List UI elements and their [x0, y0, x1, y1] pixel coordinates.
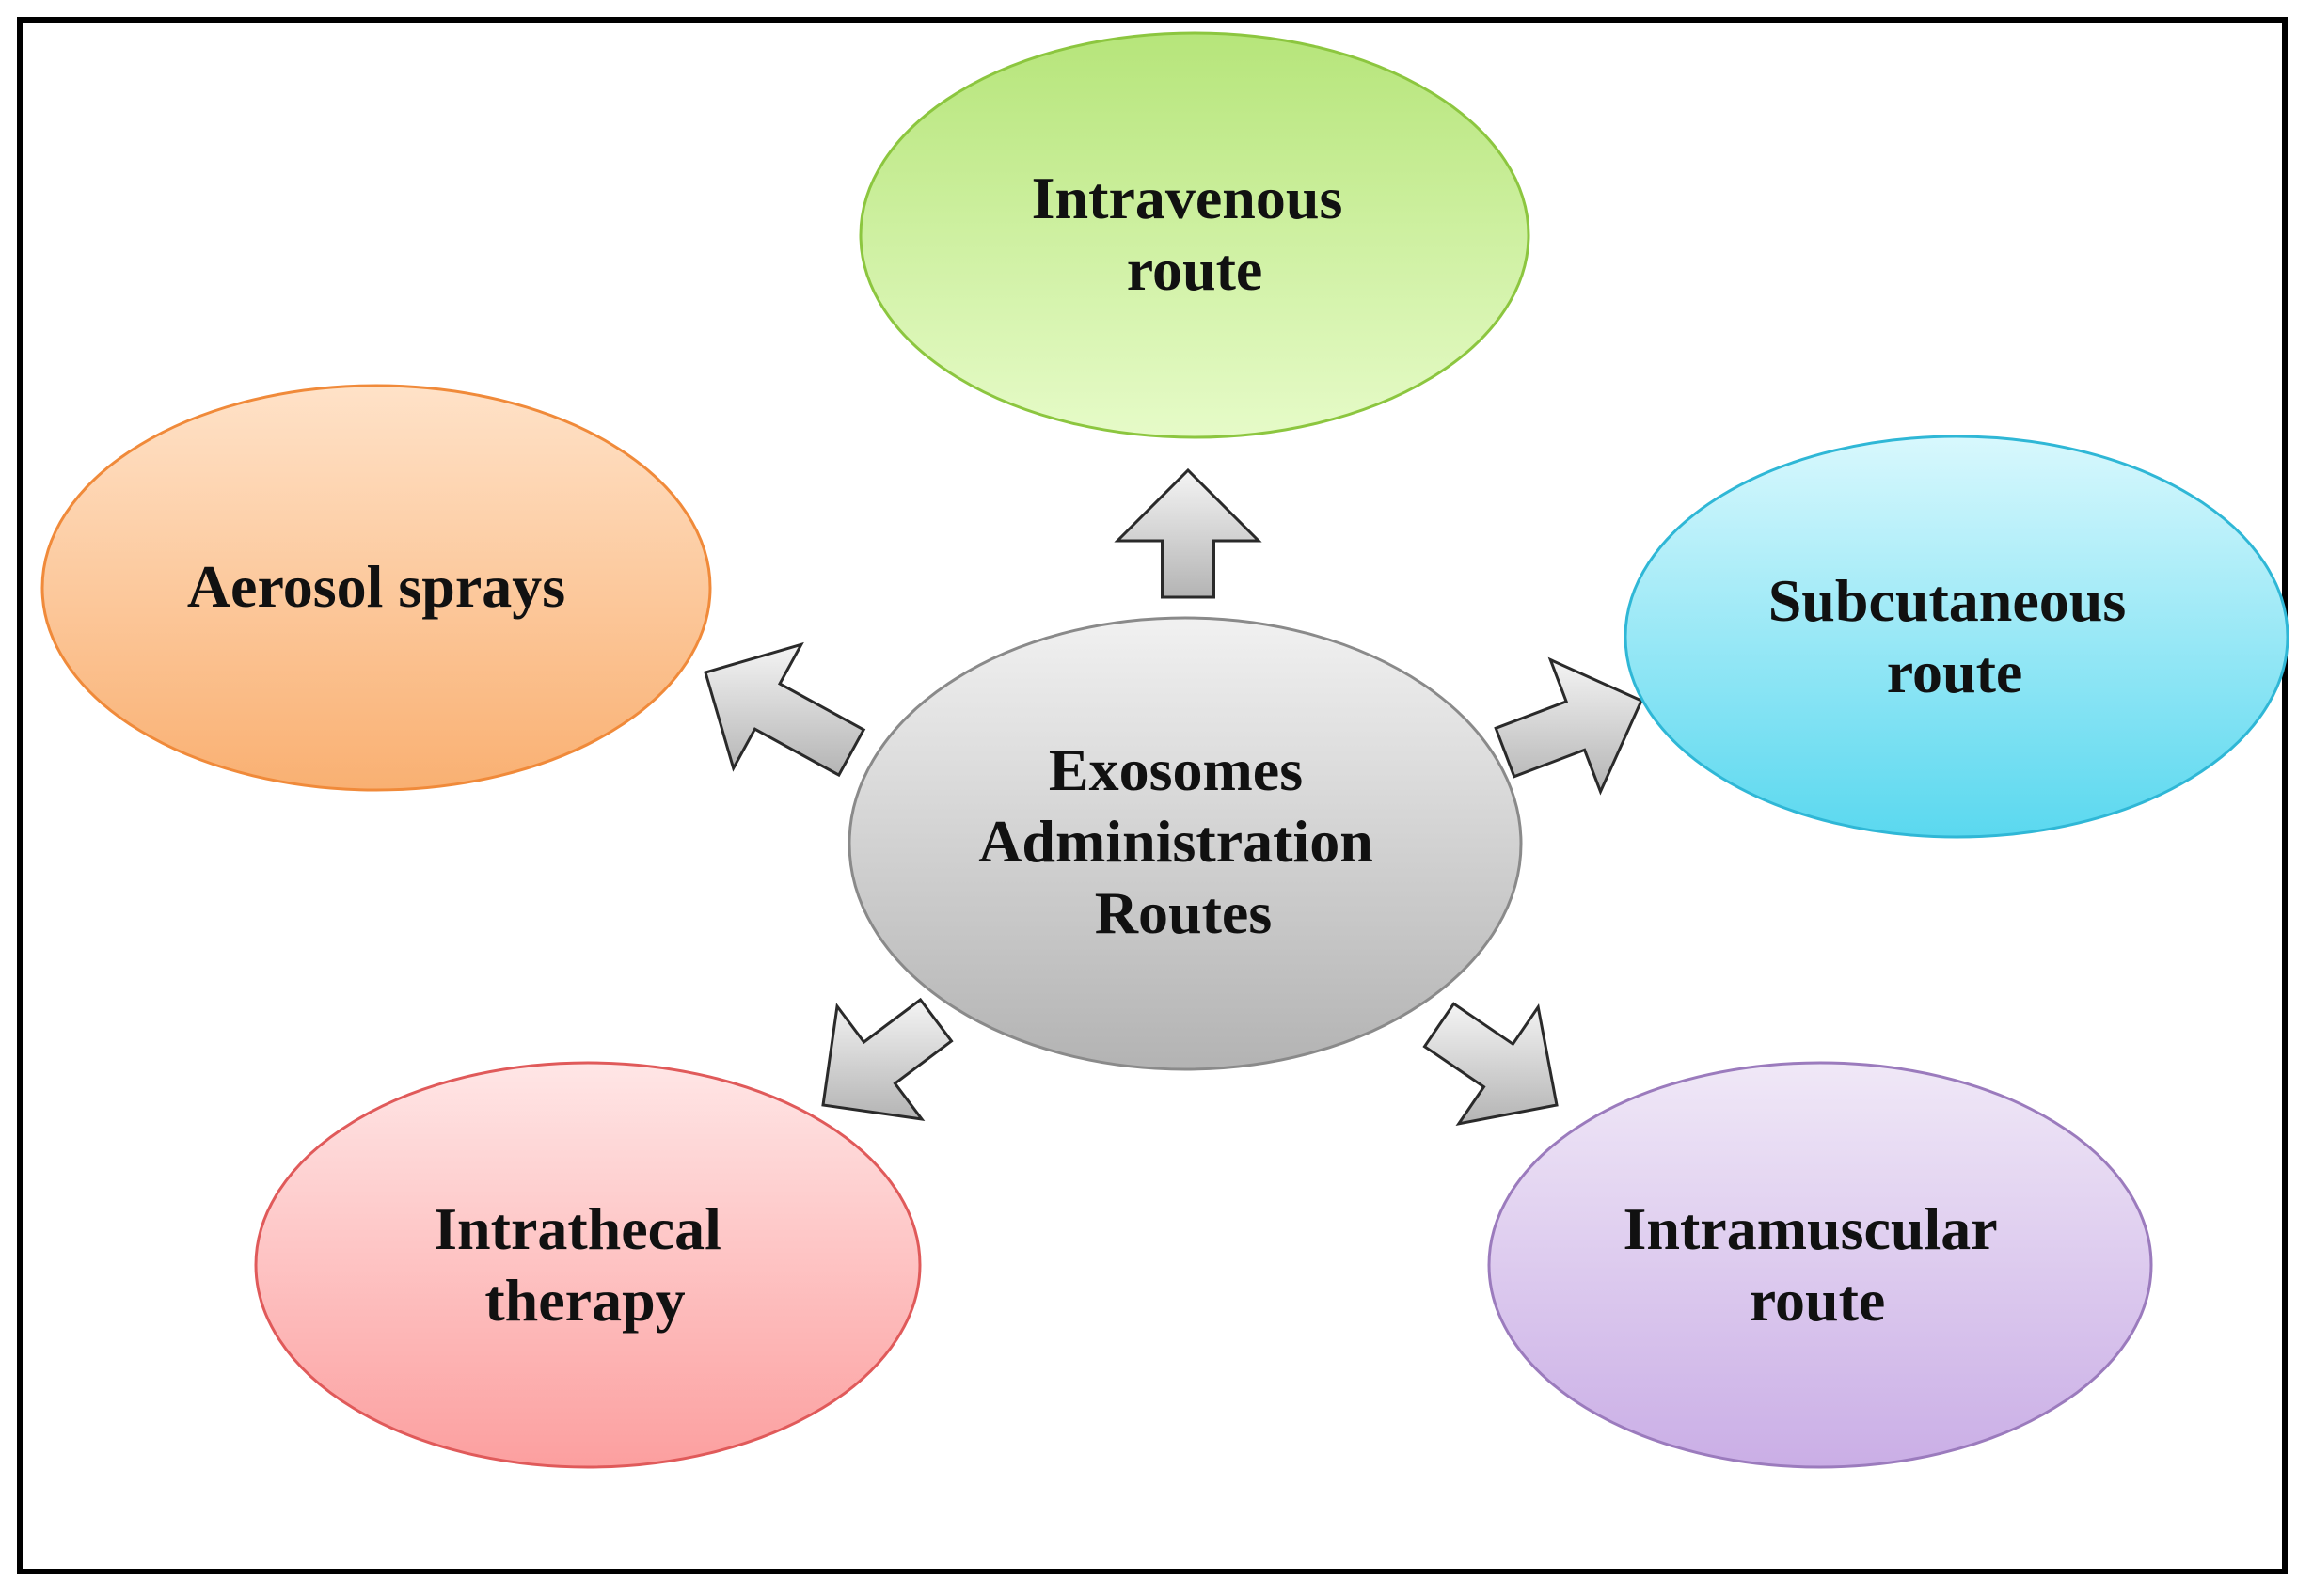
node-intramuscular-line-1: Intramuscular: [1623, 1195, 1997, 1262]
node-subcutaneous: Subcutaneous route: [1624, 435, 2289, 839]
arrow-intravenous-up: [1114, 467, 1262, 599]
svg-text:Intrathecal therapy: Intrathecal therapy: [434, 1195, 737, 1334]
arrow-aerosol: [704, 641, 866, 778]
svg-text:Exosomes Administration: Exosomes Administration Routes: [978, 736, 1388, 946]
node-aerosol: Aerosol sprays: [40, 384, 712, 792]
arrow-subcutaneous: [1494, 656, 1643, 796]
node-intramuscular: Intramuscular route: [1487, 1061, 2153, 1469]
node-intrathecal: Intrathecal therapy: [254, 1061, 922, 1469]
node-intravenous-line-1: Intravenous: [1032, 165, 1343, 231]
node-intramuscular-line-2: route: [1750, 1267, 1886, 1334]
arrow-intrathecal: [821, 997, 954, 1121]
node-intrathecal-line-2: therapy: [484, 1267, 685, 1334]
center-line-1: Exosomes: [1049, 736, 1303, 803]
node-intrathecal-line-1: Intrathecal: [434, 1195, 721, 1262]
svg-text:Intramuscular route: Intramuscular route: [1623, 1195, 2011, 1334]
node-subcutaneous-line-2: route: [1887, 639, 2023, 705]
node-subcutaneous-line-1: Subcutaneous: [1768, 567, 2127, 634]
svg-text:Aerosol sprays: Aerosol sprays: [187, 553, 565, 620]
node-center: Exosomes Administration Routes: [848, 616, 1523, 1071]
center-line-2: Administration: [978, 808, 1373, 875]
node-intravenous-line-2: route: [1127, 236, 1263, 303]
node-intravenous: Intravenous route: [859, 31, 1530, 439]
arrow-intramuscular: [1422, 1002, 1559, 1126]
svg-text:Subcutaneous route: Subcutaneous route: [1768, 567, 2142, 705]
node-aerosol-line-1: Aerosol sprays: [187, 553, 565, 620]
center-line-3: Routes: [1095, 879, 1272, 946]
svg-text:Intravenous route: Intravenous route: [1032, 165, 1358, 303]
